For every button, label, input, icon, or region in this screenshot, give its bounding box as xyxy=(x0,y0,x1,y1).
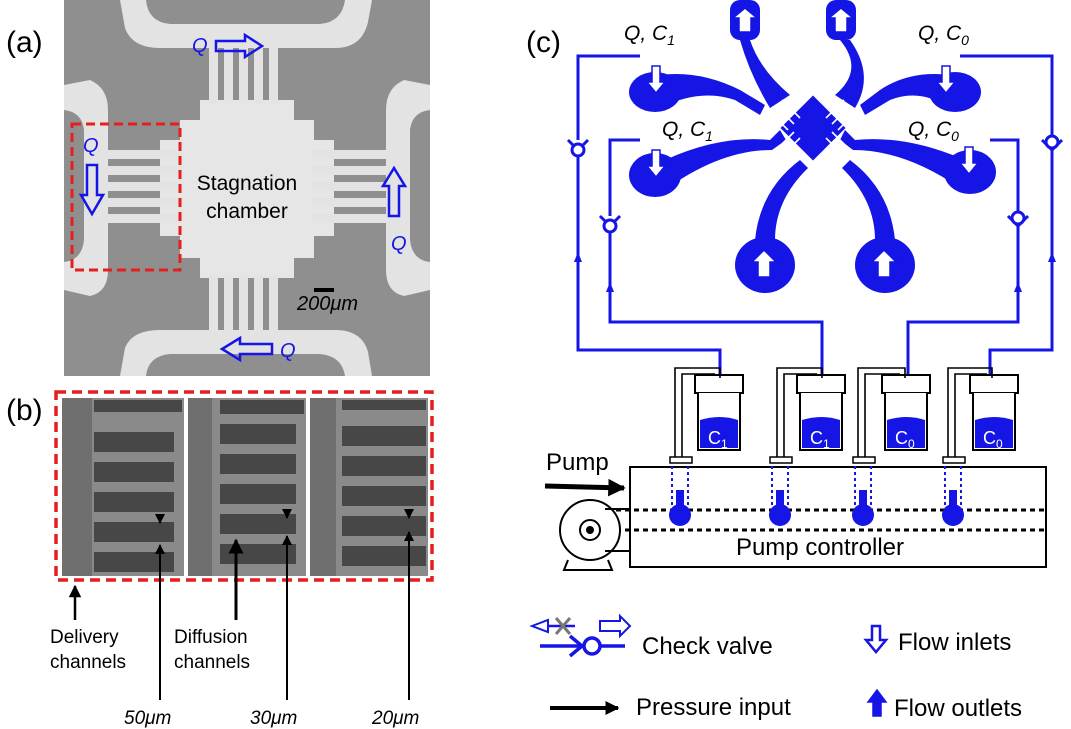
reservoirs: C1 C1 C0 C0 xyxy=(674,367,1019,460)
reservoir-4-label: C0 xyxy=(983,428,1003,451)
tubing xyxy=(576,54,1054,400)
flow-arrow-right xyxy=(380,165,408,218)
legend-flow-inlets-label: Flow inlets xyxy=(898,629,1011,656)
pump-controller: Pump controller xyxy=(616,456,1047,568)
scale-bar-label: 200μm xyxy=(296,293,358,315)
diffusion-label-line2: channels xyxy=(174,652,250,673)
q-label-bottom: Q xyxy=(280,340,296,362)
inlet-label-top-left: Q, C1 xyxy=(624,22,675,48)
pump-controller-label: Pump controller xyxy=(736,534,904,561)
pump-motor-icon xyxy=(559,499,630,571)
inlet-label-mid-right: Q, C0 xyxy=(908,118,959,144)
highlight-box xyxy=(70,122,182,272)
q-label-left: Q xyxy=(83,135,99,157)
panel-b-label: (b) xyxy=(6,394,43,427)
reservoir-2-label: C1 xyxy=(810,428,830,451)
tubing-flow-arrowheads xyxy=(574,252,1056,292)
inlet-label-mid-left: Q, C1 xyxy=(662,118,713,144)
panel-a-micrograph xyxy=(64,0,430,376)
panel-b-dashed-frame xyxy=(54,390,434,582)
check-valve-legend-icon xyxy=(529,613,632,658)
stagnation-chamber xyxy=(180,120,314,258)
legend: Check valve Flow inlets Pressure input F… xyxy=(529,613,1022,722)
pump-pressure-arrow xyxy=(544,478,626,497)
chamber-label-line1: Stagnation xyxy=(197,172,297,195)
width-label-50: 50μm xyxy=(124,708,171,729)
reservoir-1-label: C1 xyxy=(708,428,728,451)
scale-bar xyxy=(314,288,334,292)
flow-inlet-legend-icon xyxy=(863,624,889,654)
panel-b-micrographs xyxy=(54,390,434,582)
panel-c-label: (c) xyxy=(526,26,561,59)
reservoir-1: C1 xyxy=(674,367,744,460)
q-label-right: Q xyxy=(391,233,407,255)
inlet-label-top-right: Q, C0 xyxy=(918,22,969,48)
delivery-label-line1: Delivery xyxy=(50,627,119,648)
diffusion-label-line1: Diffusion xyxy=(174,627,248,648)
q-label-top: Q xyxy=(192,35,208,57)
reservoir-3-label: C0 xyxy=(895,428,915,451)
legend-pressure-input-label: Pressure input xyxy=(636,694,791,721)
flow-arrow-left xyxy=(78,163,106,217)
delivery-label-line2: channels xyxy=(50,652,126,673)
flow-arrow-top xyxy=(214,32,265,60)
panel-a-label: (a) xyxy=(6,26,43,59)
reservoir-2: C1 xyxy=(776,367,846,460)
width-label-20: 20μm xyxy=(371,708,419,729)
chip-microchannels xyxy=(769,99,857,157)
pump-label: Pump xyxy=(546,449,609,476)
flow-outlet-legend-icon xyxy=(866,688,888,717)
legend-flow-outlets-label: Flow outlets xyxy=(894,695,1022,722)
legend-check-valve-label: Check valve xyxy=(642,633,773,660)
flow-arrow-bottom xyxy=(219,335,274,363)
width-indicators xyxy=(68,509,414,700)
check-valves xyxy=(566,134,1064,234)
chip-flow-arrows xyxy=(645,7,980,278)
reservoir-3: C0 xyxy=(857,367,931,460)
reservoir-4: C0 xyxy=(947,367,1019,460)
chamber-label-line2: chamber xyxy=(206,200,288,223)
width-label-30: 30μm xyxy=(250,708,297,729)
